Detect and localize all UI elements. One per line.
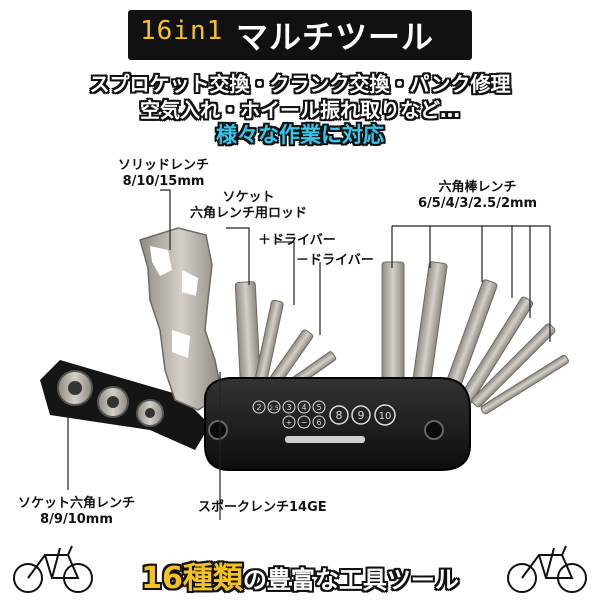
label-socket-hex-sizes: 8/9/10mm <box>40 512 113 527</box>
callout-plus-driver <box>276 241 295 305</box>
mark-plus: + <box>286 418 293 427</box>
mark-6: 6 <box>316 418 321 427</box>
mark-9: 9 <box>358 409 365 422</box>
title-main: マルチツール <box>236 18 435 56</box>
label-solid-wrench-name: ソリッドレンチ <box>118 158 210 173</box>
label-socket-hex: ソケット六角レンチ 8/9/10mm <box>18 496 135 528</box>
callout-lines <box>67 189 551 520</box>
hex-key-2 <box>480 354 569 415</box>
label-socket-rod-line2: 六角レンチ用ロッド <box>190 206 308 221</box>
label-hex-keys: 六角棒レンチ 6/5/4/3/2.5/2mm <box>418 180 537 212</box>
callout-socket-rod <box>226 227 250 285</box>
footer-rest: の豊富な工具ツール <box>242 566 459 594</box>
label-minus-driver: －ドライバー <box>296 253 374 268</box>
subtitle-highlight: 様々な作業に対応 <box>216 123 384 147</box>
callout-solid-wrench <box>160 189 171 250</box>
mark-8: 8 <box>336 409 343 422</box>
mark-10: 10 <box>379 411 392 422</box>
mark-5: 5 <box>316 403 321 412</box>
subtitle-line2: 空気入れ・ホイール振れ取りなど… <box>140 98 460 122</box>
mark-2: 2 <box>256 403 261 412</box>
subtitle-line1: スプロケット交換・クランク交換・パンク修理 <box>89 72 511 96</box>
hex-key-2-5 <box>471 323 556 408</box>
label-socket-rod: ソケット 六角レンチ用ロッド <box>190 190 307 222</box>
footer-caption: 16種類の豊富な工具ツール <box>0 553 600 597</box>
title-banner <box>128 10 472 60</box>
label-hex-sizes: 6/5/4/3/2.5/2mm <box>418 196 538 211</box>
mark-2-5: 2.5 <box>269 405 279 412</box>
label-hex-name: 六角棒レンチ <box>438 180 517 195</box>
label-solid-wrench: ソリッドレンチ 8/10/15mm <box>118 158 209 190</box>
footer-count: 16種類 <box>141 561 243 596</box>
mark-4: 4 <box>301 403 306 412</box>
mark-3: 3 <box>286 403 291 412</box>
bolt-right <box>424 420 444 440</box>
label-plus-driver: ＋ドライバー <box>258 233 336 248</box>
spoke-slot <box>285 436 365 443</box>
hex-keys <box>381 261 569 415</box>
footer-bg <box>0 540 600 600</box>
label-socket-hex-name: ソケット六角レンチ <box>18 496 136 511</box>
dial-marks: 2 2.5 3 4 5 8 9 10 + − 6 <box>252 400 396 429</box>
title-prefix: 16in1 <box>140 16 224 46</box>
bolt-left <box>208 420 228 440</box>
label-socket-rod-line1: ソケット <box>222 190 275 205</box>
label-spoke-wrench: スポークレンチ14GE <box>198 500 327 515</box>
label-solid-wrench-sizes: 8/10/15mm <box>122 174 205 189</box>
socket-rail <box>40 360 210 450</box>
mark-minus: − <box>301 418 308 427</box>
bicycle-right-icon <box>507 545 587 593</box>
solid-wrench <box>139 227 223 411</box>
bicycle-left-icon <box>13 545 93 593</box>
hex-key-6 <box>381 261 405 398</box>
